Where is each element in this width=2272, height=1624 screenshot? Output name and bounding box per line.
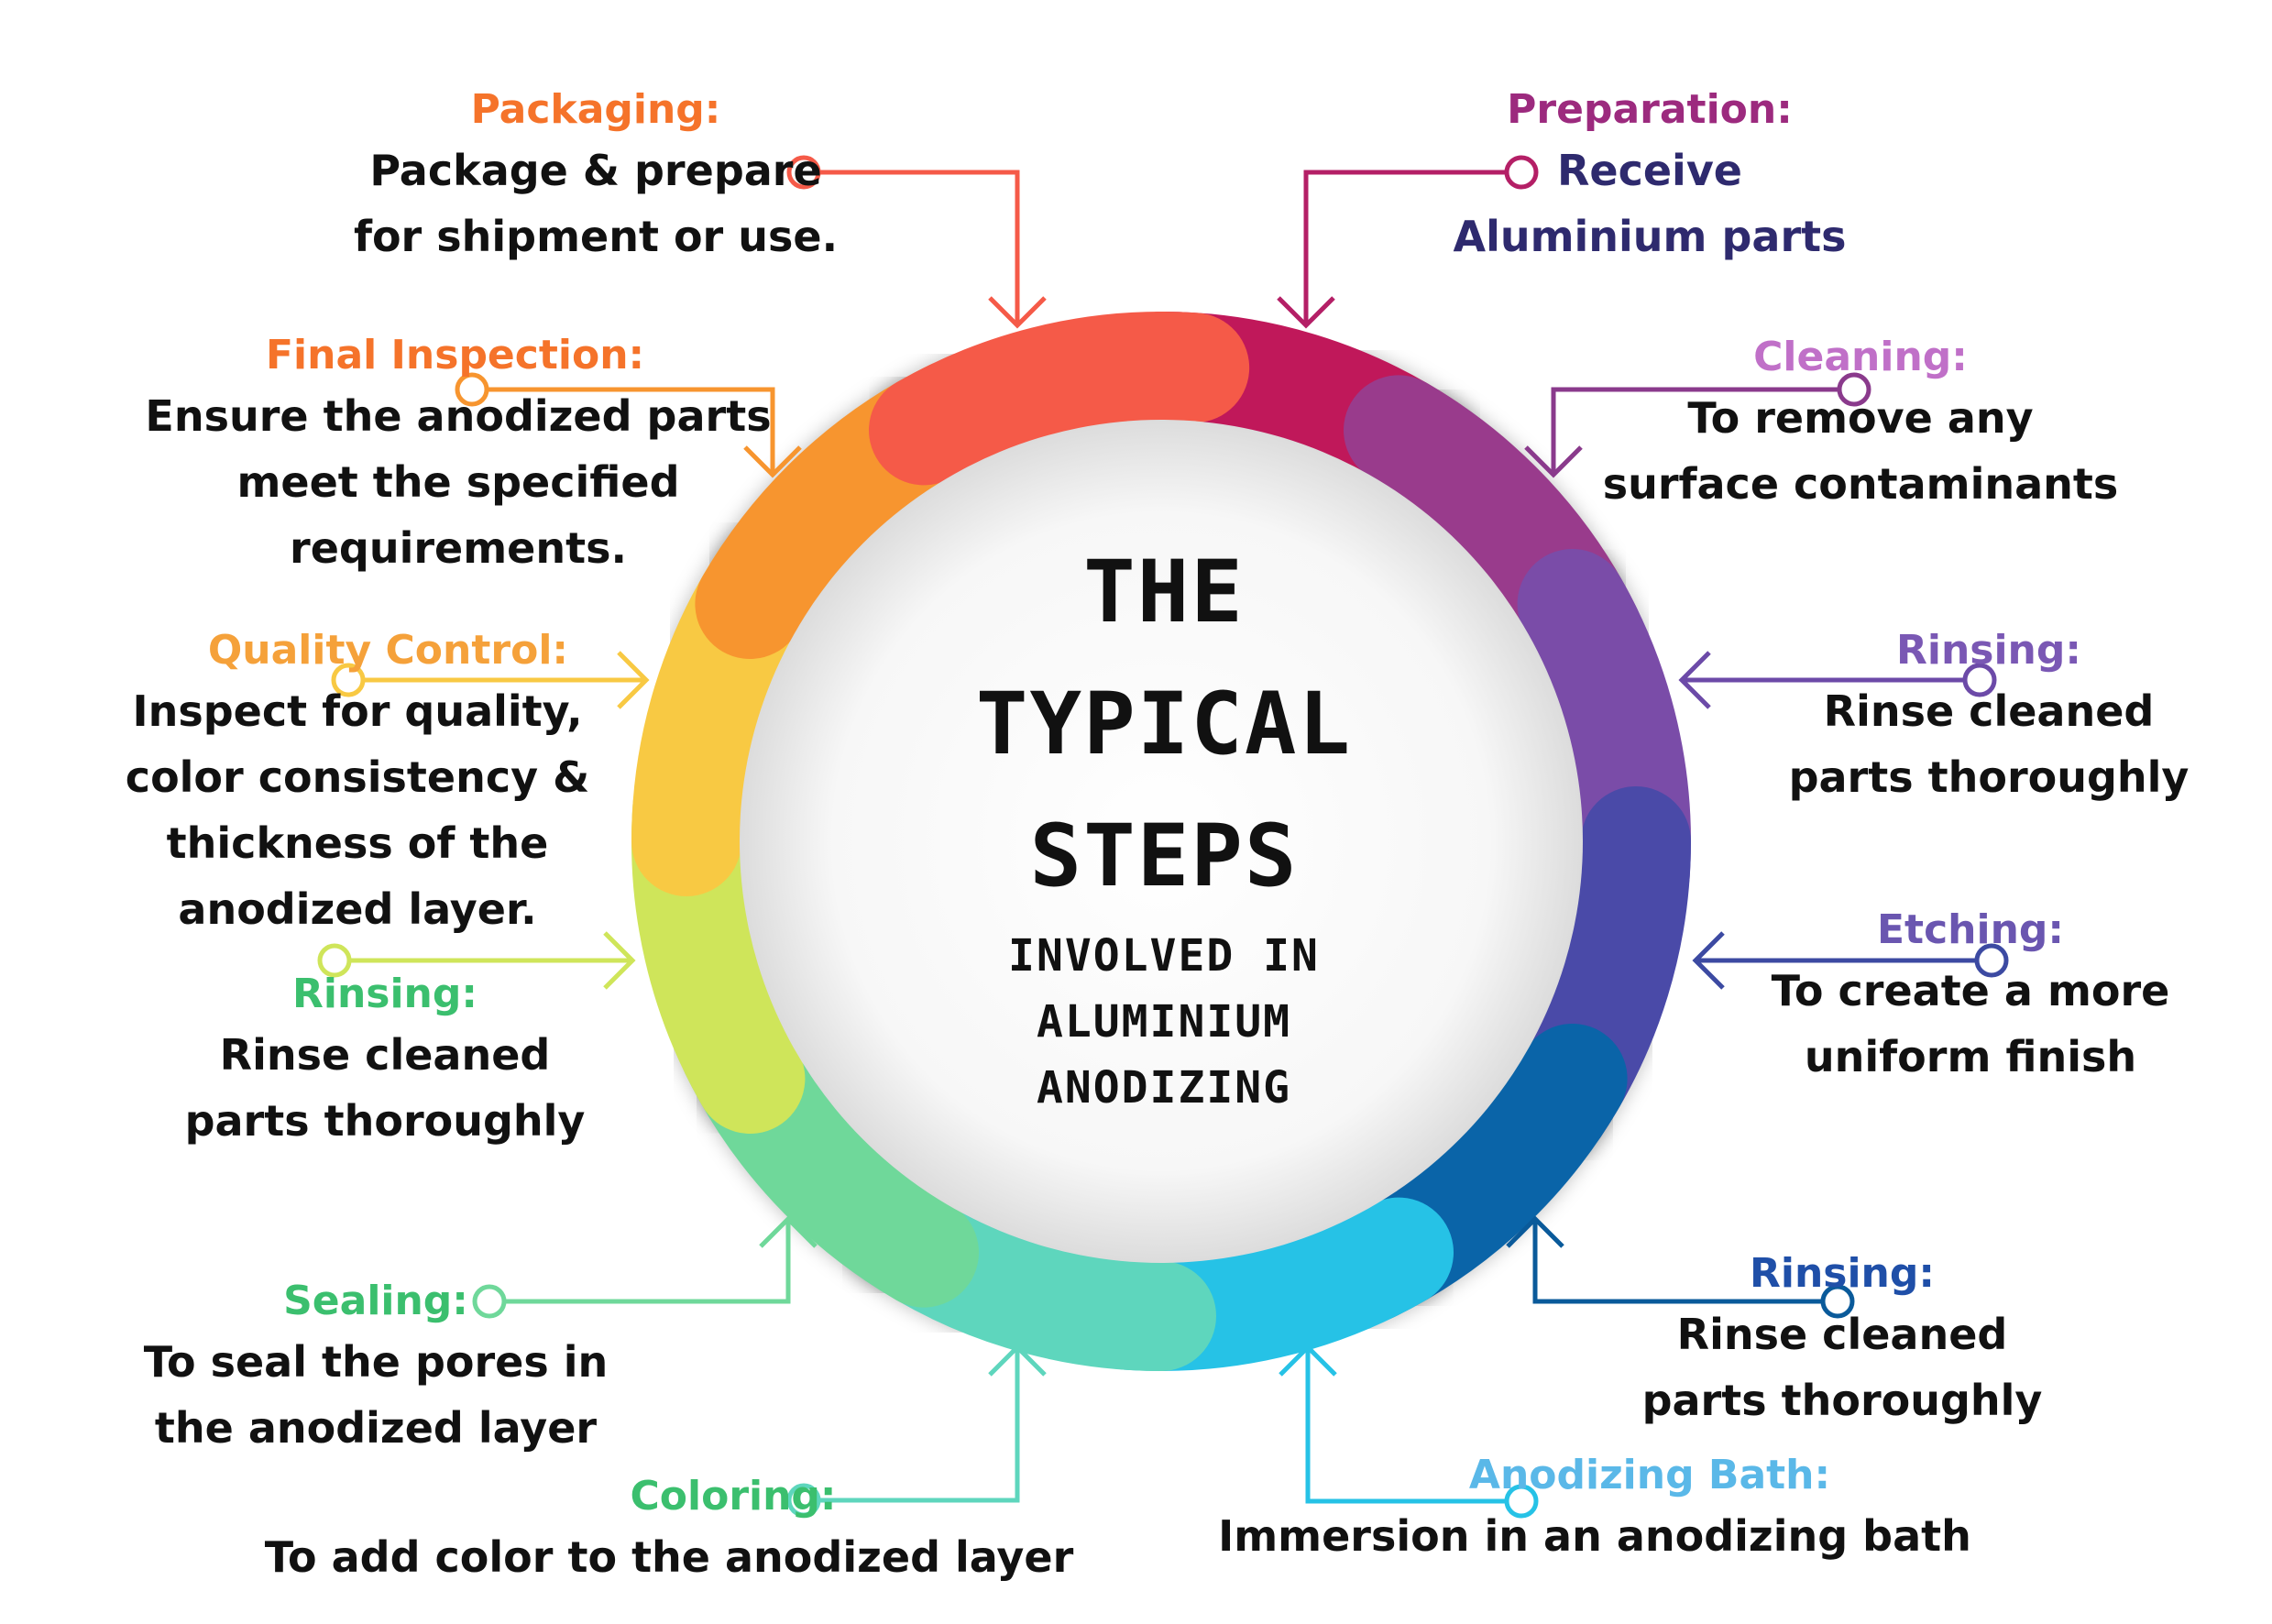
step-desc: To add color to the anodized layer (264, 1532, 1074, 1582)
arrowhead-icon (1506, 1215, 1564, 1248)
arrowhead-icon (1692, 931, 1725, 990)
arrowhead-icon (988, 296, 1047, 329)
step-desc: thickness of the (166, 818, 549, 868)
step-title: Final Inspection: (266, 332, 645, 379)
arrowhead-icon (617, 651, 650, 709)
step-desc: Package & prepare (369, 146, 822, 195)
step-desc: uniform finish (1804, 1032, 2137, 1081)
connector-dot (1504, 155, 1539, 190)
arrowhead-icon (1277, 296, 1335, 329)
connector-dot (1962, 663, 1997, 697)
ring-segments (631, 312, 1691, 1371)
center-title-line-2: TYPICAL (975, 675, 1353, 774)
step-packaging: Packaging: Package & prepare for shipmen… (339, 82, 852, 269)
step-desc: To seal the pores in (143, 1337, 609, 1387)
step-cleaning: Cleaning: To remove any surface contamin… (1576, 330, 2145, 517)
step-title: Anodizing Bath: (1468, 1452, 1831, 1498)
step-desc: Rinse cleaned (219, 1030, 551, 1080)
arrowhead-icon (759, 1215, 818, 1248)
step-desc: anodized layer. (178, 884, 537, 934)
step-anodizing-bath: Anodizing Bath: Immersion in an anodizin… (1201, 1448, 1989, 1569)
step-desc: parts thoroughly (1641, 1376, 2043, 1425)
connector-dot (786, 155, 821, 190)
step-desc: Aluminium parts (1453, 212, 1847, 261)
step-desc: requirements. (290, 523, 627, 573)
step-desc: Inspect for quality, (132, 686, 583, 736)
connector-line (804, 1347, 1020, 1503)
arrowhead-icon (988, 1344, 1047, 1377)
step-title: Rinsing: (1750, 1250, 1935, 1297)
step-desc: Rinse cleaned (1676, 1310, 2008, 1359)
arrowhead-icon (743, 445, 802, 478)
center-subtitle-line-3: ANODIZING (1036, 1062, 1292, 1114)
step-desc: Rinse cleaned (1823, 686, 2155, 736)
connector-line (472, 387, 775, 475)
step-coloring: Coloring: To add color to the anodized l… (257, 1469, 1081, 1590)
connector-dot (786, 1483, 821, 1518)
step-title: Etching: (1877, 906, 2064, 953)
step-title: Sealing: (283, 1278, 468, 1324)
connector-dot (331, 663, 366, 697)
step-desc: for shipment or use. (353, 212, 839, 261)
connector-dot (1837, 372, 1871, 407)
connector-dot (1974, 943, 2009, 978)
connector-line (804, 170, 1020, 325)
step-desc: Immersion in an anodizing bath (1218, 1511, 1971, 1561)
step-desc: the anodized layer (154, 1403, 598, 1453)
connector-line (489, 1219, 791, 1304)
step-rinsing-3: Rinsing: Rinse cleaned parts thoroughly (165, 967, 605, 1154)
center-title: THE TYPICAL STEPS INVOLVED IN ALUMINIUM … (907, 527, 1421, 1121)
step-title: Rinsing: (292, 971, 477, 1017)
step-final-inspection: Final Inspection: Ensure the anodized pa… (128, 328, 788, 581)
center-subtitle-line-1: INVOLVED IN (1008, 930, 1320, 982)
step-rinsing-1: Rinsing: Rinse cleaned parts thoroughly (1769, 623, 2209, 810)
arrowhead-icon (1678, 651, 1711, 709)
connector-line (1305, 1347, 1521, 1504)
step-sealing: Sealing: To seal the pores in the anodiz… (110, 1274, 642, 1461)
arrowhead-icon (603, 931, 636, 990)
center-subtitle-line-2: ALUMINIUM (1036, 996, 1292, 1048)
step-desc: Receive (1556, 146, 1743, 195)
arrowhead-icon (1279, 1344, 1337, 1377)
step-desc: To create a more (1771, 966, 2170, 1015)
step-desc: To remove any (1687, 393, 2034, 443)
step-title: Quality Control: (207, 627, 568, 674)
step-title: Coloring: (630, 1473, 837, 1520)
connector-dot (317, 943, 352, 978)
connector-dot (455, 372, 489, 407)
step-title: Packaging: (470, 86, 721, 133)
connector-dot (1504, 1484, 1539, 1519)
arrowhead-icon (1524, 445, 1583, 478)
connector-dot (1820, 1284, 1855, 1319)
connector-line (1303, 170, 1521, 325)
step-rinsing-2: Rinsing: Rinse cleaned parts thoroughly (1622, 1246, 2062, 1433)
step-desc: color consistency & (125, 752, 590, 802)
connector-dot (472, 1284, 507, 1319)
step-desc: meet the specified (236, 457, 680, 507)
step-desc: Ensure the anodized parts (145, 391, 772, 441)
connector-line (1551, 387, 1854, 475)
step-desc: parts thoroughly (1788, 752, 2190, 802)
step-quality-control: Quality Control: Inspect for quality, co… (92, 623, 623, 942)
step-connectors (317, 155, 2009, 1519)
step-title: Cleaning: (1753, 334, 1968, 380)
step-desc: surface contaminants (1602, 459, 2119, 509)
step-title: Preparation: (1507, 86, 1793, 133)
center-title-line-3: STEPS (1029, 807, 1299, 906)
center-disc (740, 420, 1583, 1263)
step-desc: parts thoroughly (184, 1096, 586, 1146)
step-etching: Etching: To create a more uniform finish (1751, 903, 2190, 1090)
step-title: Rinsing: (1896, 627, 2081, 674)
connector-line (1532, 1219, 1838, 1304)
ring-segment (869, 312, 1250, 486)
center-title-line-1: THE (1083, 543, 1245, 642)
step-preparation: Preparation: Receive Aluminium parts (1430, 82, 1870, 269)
